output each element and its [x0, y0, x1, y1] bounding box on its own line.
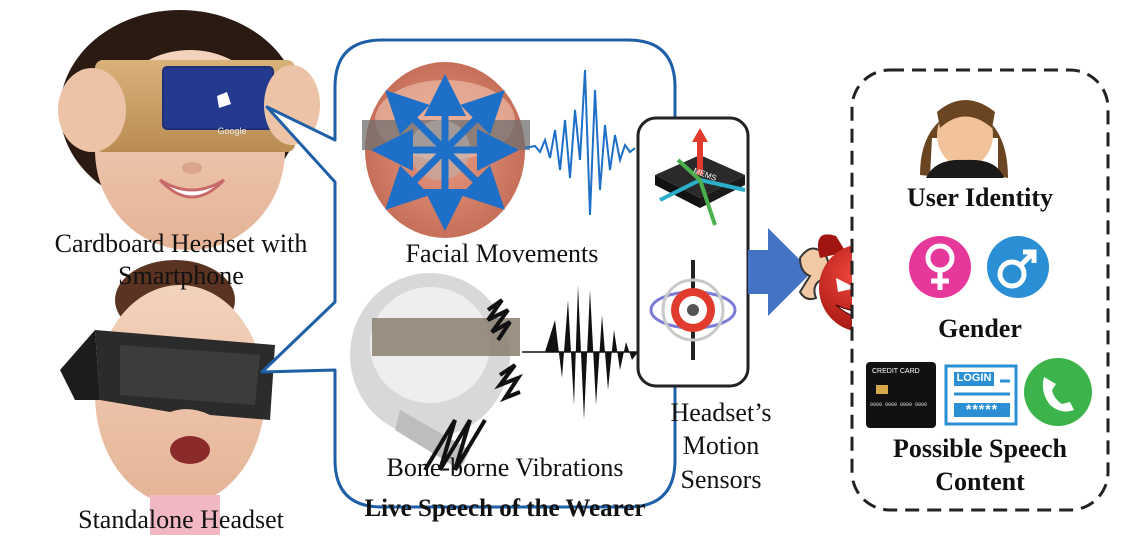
- speech-content-label: Possible Speech Content: [856, 432, 1104, 499]
- live-speech-caption: Live Speech of the Wearer: [364, 495, 646, 522]
- male-icon: [987, 236, 1049, 298]
- motion-sensors-label: Headset’s Motion Sensors: [656, 396, 786, 496]
- gender-label: Gender: [938, 314, 1022, 343]
- vr-standalone-icon: [60, 260, 275, 535]
- facial-waveform: [524, 69, 636, 216]
- face-muscle-icon: [362, 62, 530, 238]
- user-identity-label: User Identity: [906, 183, 1054, 212]
- female-icon: [909, 236, 971, 298]
- skull-icon: [350, 273, 524, 472]
- login-text: LOGIN: [956, 372, 992, 384]
- vr-cardboard-icon: [58, 10, 320, 250]
- standalone-headset-label: Standalone Headset: [78, 505, 284, 534]
- motion-sensors-label-line1: Headset’s: [670, 398, 772, 427]
- gyroscope-icon: [649, 260, 737, 360]
- cardboard-headset-label-line2: Smartphone: [118, 260, 244, 290]
- facial-movements-label: Facial Movements: [405, 239, 599, 268]
- cardboard-brand-text: Google: [217, 126, 247, 136]
- user-avatar-icon: [920, 100, 1008, 178]
- bone-vibrations-label: Bone-borne Vibrations: [386, 453, 624, 482]
- motion-sensors-label-line2: Motion: [682, 431, 760, 461]
- mems-chip-icon: [655, 128, 746, 226]
- flow-arrow: [748, 228, 812, 316]
- speech-content-label-line2: Content: [935, 467, 1025, 497]
- cardboard-headset-label-line1: Cardboard Headset with: [54, 229, 308, 258]
- password-mask: *****: [965, 401, 999, 417]
- bone-waveform-burst: [545, 285, 638, 420]
- credit-card-text: CREDIT CARD: [872, 368, 920, 375]
- login-icon: [944, 364, 1018, 426]
- cardboard-headset-label: Cardboard Headset with Smartphone: [20, 228, 342, 291]
- phone-icon: [1024, 358, 1092, 426]
- motion-sensors-label-line3: Sensors: [680, 464, 762, 494]
- credit-card-icon: [866, 362, 936, 428]
- speech-content-label-line1: Possible Speech: [892, 434, 1068, 463]
- credit-card-number: 0000 0000 0000 0000: [870, 402, 928, 408]
